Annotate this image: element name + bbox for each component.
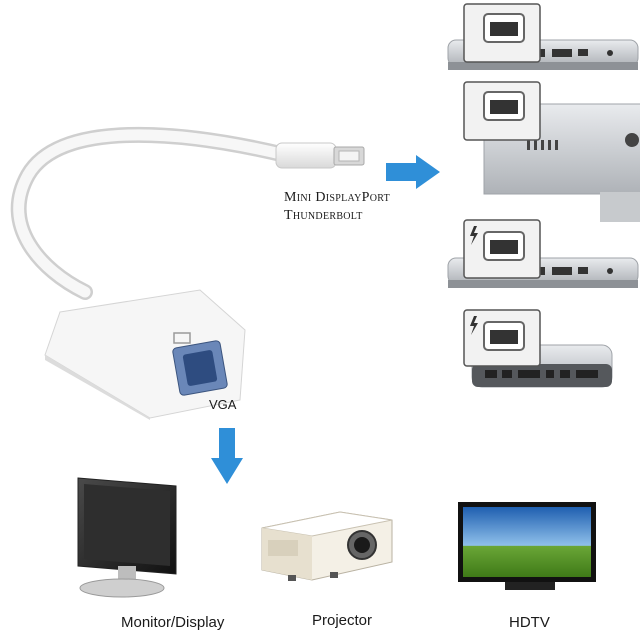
projector-icon [261, 511, 393, 581]
thunderbolt-label: Thunderbolt [284, 208, 363, 223]
monitor-label: Monitor/Display [121, 614, 225, 631]
adapter-cable [10, 126, 293, 300]
mini-displayport-plug [275, 142, 365, 169]
vga-label: VGA [209, 397, 237, 412]
mini-displayport-label: Mini DisplayPort [284, 190, 391, 205]
arrow-down-icon [211, 428, 243, 484]
thunderbolt-laptop [447, 219, 639, 288]
hdtv-label: HDTV [509, 614, 550, 631]
laptop-icon [447, 3, 639, 70]
mac-mini-icon [463, 309, 613, 388]
imac-icon [463, 81, 640, 222]
vga-adapter-body [44, 289, 246, 420]
arrow-right-icon [386, 155, 440, 189]
thunderbolt-icon [470, 226, 478, 245]
monitor-icon [77, 477, 177, 598]
tv-icon [458, 502, 596, 590]
projector-label: Projector [312, 612, 373, 629]
